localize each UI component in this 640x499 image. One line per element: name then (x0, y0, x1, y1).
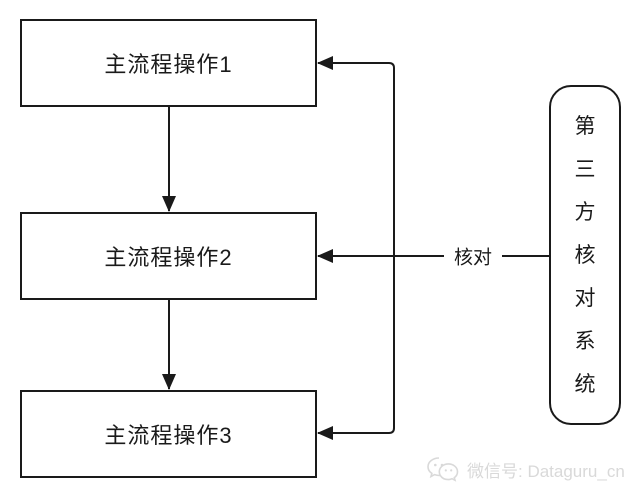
arrow-branch-to-box3 (317, 256, 395, 440)
process-box-3-label: 主流程操作3 (104, 423, 233, 448)
process-box-2-label: 主流程操作2 (104, 245, 233, 270)
arrow-branch-to-box1 (317, 56, 395, 256)
edge-label-verify: 核对 (443, 242, 503, 270)
process-box-3: 主流程操作3 (20, 390, 317, 478)
third-party-system-label: 第三方核对系统 (574, 114, 596, 396)
wechat-watermark: 微信号: Dataguru_cn (426, 455, 625, 483)
wechat-icon (427, 457, 459, 482)
third-party-system-box: 第三方核对系统 (549, 85, 621, 425)
process-box-1-label: 主流程操作1 (104, 52, 233, 77)
watermark-text: 微信号: Dataguru_cn (467, 461, 625, 481)
process-box-2: 主流程操作2 (20, 212, 317, 300)
process-box-1: 主流程操作1 (20, 19, 317, 107)
